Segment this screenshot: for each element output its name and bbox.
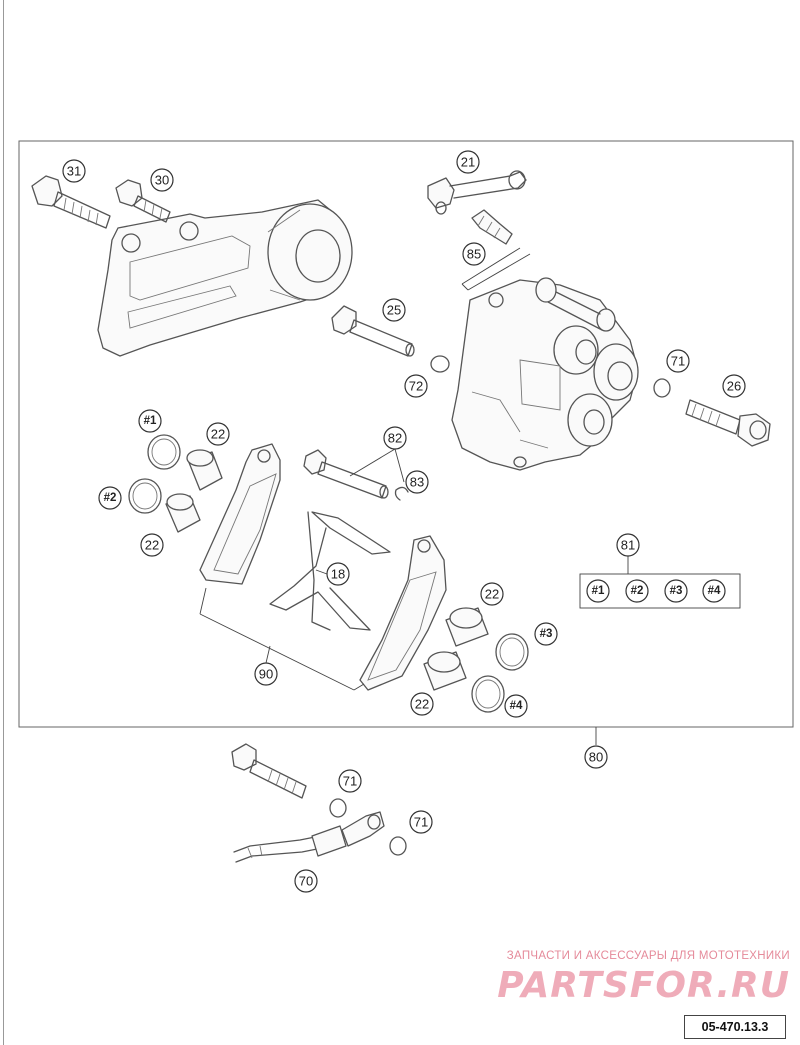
svg-text:72: 72: [409, 379, 423, 394]
svg-text:80: 80: [589, 750, 603, 765]
svg-text:82: 82: [388, 431, 402, 446]
svg-text:#4: #4: [510, 700, 523, 712]
ring-72: [430, 355, 450, 373]
bleeder-valve-85: [471, 209, 513, 245]
page-left-rule: [3, 0, 4, 1045]
svg-text:25: 25: [387, 303, 401, 318]
callout-90: 90: [254, 662, 278, 686]
svg-text:22: 22: [485, 587, 499, 602]
watermark-logo: PARTSFOR.RU: [497, 965, 790, 1006]
svg-text:81: 81: [621, 538, 635, 553]
svg-text:#2: #2: [104, 492, 117, 504]
bleeder-cap-21: [427, 170, 527, 215]
svg-text:31: 31: [67, 164, 81, 179]
callout-71-upper: 71: [666, 349, 690, 373]
callout-82: 82: [383, 426, 407, 450]
piston-22-right-lower: [423, 651, 467, 691]
callout-seal-2: #2: [98, 486, 122, 510]
svg-text:#1: #1: [144, 415, 157, 427]
piston-22-middle: [165, 493, 201, 533]
callout-80: 80: [584, 745, 608, 769]
bolt-30: [115, 179, 171, 223]
callout-kit-seal-3: #3: [664, 579, 688, 603]
svg-text:22: 22: [415, 697, 429, 712]
seal-2: [128, 478, 162, 514]
brake-pad-right: [359, 535, 447, 691]
pin-bolt-25: [331, 305, 415, 357]
callout-85: 85: [462, 242, 486, 266]
caliper-support-bracket: [97, 199, 353, 357]
callout-81: 81: [616, 533, 640, 557]
callout-seal-3: #3: [534, 622, 558, 646]
caliper-body: [451, 247, 639, 471]
piston-22-right-upper: [445, 607, 489, 647]
callout-18: 18: [326, 562, 350, 586]
callout-21: 21: [456, 150, 480, 174]
callout-71-lower: 71: [409, 810, 433, 834]
seal-3: [495, 633, 529, 671]
svg-text:#1: #1: [592, 585, 605, 597]
banjo-bolt-26: [685, 399, 771, 447]
svg-text:26: 26: [727, 379, 741, 394]
seal-1: [147, 434, 181, 470]
callout-30: 30: [150, 168, 174, 192]
ring-71-middle: [329, 798, 347, 818]
callout-kit-seal-4: #4: [702, 579, 726, 603]
callout-22-right-upper: 22: [480, 582, 504, 606]
svg-text:83: 83: [410, 475, 424, 490]
svg-text:#4: #4: [708, 585, 721, 597]
svg-text:85: 85: [467, 247, 481, 262]
callout-22-right-lower: 22: [410, 692, 434, 716]
svg-text:#3: #3: [670, 585, 683, 597]
watermark: ЗАПЧАСТИ И АКСЕССУАРЫ ДЛЯ МОТОТЕХНИКИ PA…: [488, 950, 790, 1006]
svg-text:21: 21: [461, 155, 475, 170]
seal-kit-box: [579, 573, 741, 609]
pad-pin-82: [303, 449, 389, 499]
callout-22-middle: 22: [140, 533, 164, 557]
callout-22-upper: 22: [206, 422, 230, 446]
svg-text:30: 30: [155, 173, 169, 188]
svg-text:#3: #3: [540, 628, 553, 640]
callout-72: 72: [404, 374, 428, 398]
svg-text:71: 71: [343, 774, 357, 789]
drawing-code: 05-470.13.3: [684, 1015, 786, 1039]
piston-22-upper: [186, 449, 223, 491]
callout-seal-4: #4: [504, 694, 528, 718]
ring-71-upper: [653, 378, 671, 398]
callout-83: 83: [405, 470, 429, 494]
callout-31: 31: [62, 159, 86, 183]
ring-71-lower: [389, 836, 407, 856]
watermark-caption: ЗАПЧАСТИ И АКСЕССУАРЫ ДЛЯ МОТОТЕХНИКИ: [506, 950, 790, 962]
bolt-31: [31, 175, 111, 229]
callout-71-middle: 71: [338, 769, 362, 793]
svg-text:71: 71: [414, 815, 428, 830]
banjo-bolt-lower: [231, 743, 307, 799]
pad-spring-18: [269, 511, 391, 631]
svg-text:22: 22: [145, 538, 159, 553]
svg-text:18: 18: [331, 567, 345, 582]
callout-25: 25: [382, 298, 406, 322]
callout-seal-1: #1: [138, 409, 162, 433]
kit-frame: [18, 140, 794, 728]
callout-kit-seal-2: #2: [625, 579, 649, 603]
callout-kit-seal-1: #1: [586, 579, 610, 603]
brake-pad-left: [199, 443, 281, 585]
clip-83: [394, 486, 409, 501]
svg-text:71: 71: [671, 354, 685, 369]
svg-text:22: 22: [211, 427, 225, 442]
seal-4: [471, 675, 505, 713]
svg-text:90: 90: [259, 667, 273, 682]
callout-26: 26: [722, 374, 746, 398]
svg-text:70: 70: [299, 874, 313, 889]
svg-text:#2: #2: [631, 585, 644, 597]
callout-70: 70: [294, 869, 318, 893]
brake-line-70: [233, 811, 385, 863]
